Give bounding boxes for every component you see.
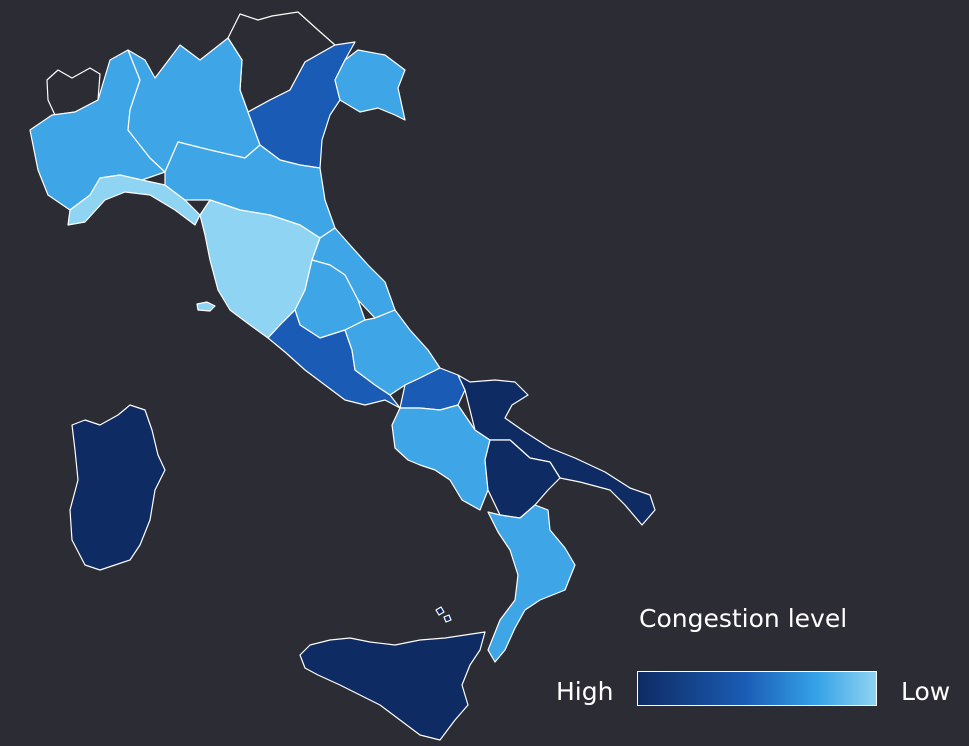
- region-valle-daosta[interactable]: [46, 67, 101, 116]
- legend-high-label: High: [556, 677, 614, 706]
- region-emilia-romagna[interactable]: [164, 141, 336, 239]
- region-toscana-elba[interactable]: [196, 301, 216, 312]
- region-sardegna[interactable]: [69, 404, 166, 571]
- legend-low-label: Low: [901, 677, 951, 706]
- region-liguria[interactable]: [67, 174, 201, 226]
- region-lazio[interactable]: [267, 309, 401, 409]
- region-basilicata[interactable]: [484, 439, 561, 519]
- region-sicilia[interactable]: [299, 631, 486, 741]
- region-campania[interactable]: [391, 404, 491, 511]
- region-calabria[interactable]: [487, 504, 576, 663]
- legend-title: Congestion level: [639, 604, 848, 633]
- region-friuli[interactable]: [334, 49, 406, 121]
- legend-bar-frame: [637, 671, 877, 706]
- region-sicilia-islands[interactable]: [435, 606, 452, 623]
- legend-gradient: [637, 671, 877, 706]
